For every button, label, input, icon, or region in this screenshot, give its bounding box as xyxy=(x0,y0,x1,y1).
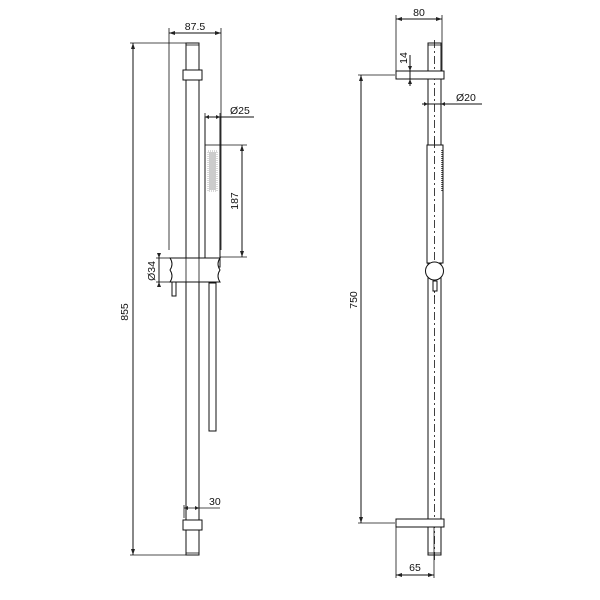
side-slider xyxy=(425,261,444,292)
side-bottom-bracket xyxy=(395,518,445,528)
dimension-top-projection-80: 80 xyxy=(395,7,443,75)
dimension-bracket-spacing-750: 750 xyxy=(348,74,395,524)
bottom-wall-bracket xyxy=(182,519,203,531)
slider-holder xyxy=(169,257,221,297)
dimension-depth-87-5: 87.5 xyxy=(168,21,222,250)
dimension-bracket-thickness-14: 14 xyxy=(398,52,412,86)
dim-d20-label: Ø20 xyxy=(456,92,476,104)
hand-shower xyxy=(204,116,221,268)
side-hand-shower xyxy=(426,140,444,300)
top-wall-bracket xyxy=(182,69,203,81)
slide-rail xyxy=(185,42,200,556)
side-rail xyxy=(427,40,442,560)
dim-750-label: 750 xyxy=(348,291,360,309)
dimension-bracket-30: 30 xyxy=(183,496,221,518)
dim-855-label: 855 xyxy=(119,303,131,321)
front-view: 855 87.5 30 xyxy=(119,21,254,556)
dim-30-label: 30 xyxy=(209,496,221,508)
dim-14-label: 14 xyxy=(398,52,410,64)
dim-d25-label: Ø25 xyxy=(230,105,250,117)
side-view: 80 14 Ø20 xyxy=(348,7,482,578)
dim-80-label: 80 xyxy=(413,7,425,19)
dimension-overall-height: 855 xyxy=(119,42,186,556)
dimension-handshower-diameter: Ø25 xyxy=(204,105,254,125)
dim-87-5-label: 87.5 xyxy=(185,21,206,33)
side-top-bracket xyxy=(395,70,445,80)
dim-65-label: 65 xyxy=(409,562,421,574)
dim-d34-label: Ø34 xyxy=(146,261,158,281)
dimension-slider-diameter: Ø34 xyxy=(146,253,172,287)
dimension-bottom-projection-65: 65 xyxy=(395,527,435,578)
dim-187-label: 187 xyxy=(229,192,241,210)
dimension-head-length-187: 187 xyxy=(220,144,247,258)
dimension-rail-diameter: Ø20 xyxy=(422,92,482,106)
spray-nozzles-pattern xyxy=(207,150,218,192)
shower-hose xyxy=(208,282,217,432)
